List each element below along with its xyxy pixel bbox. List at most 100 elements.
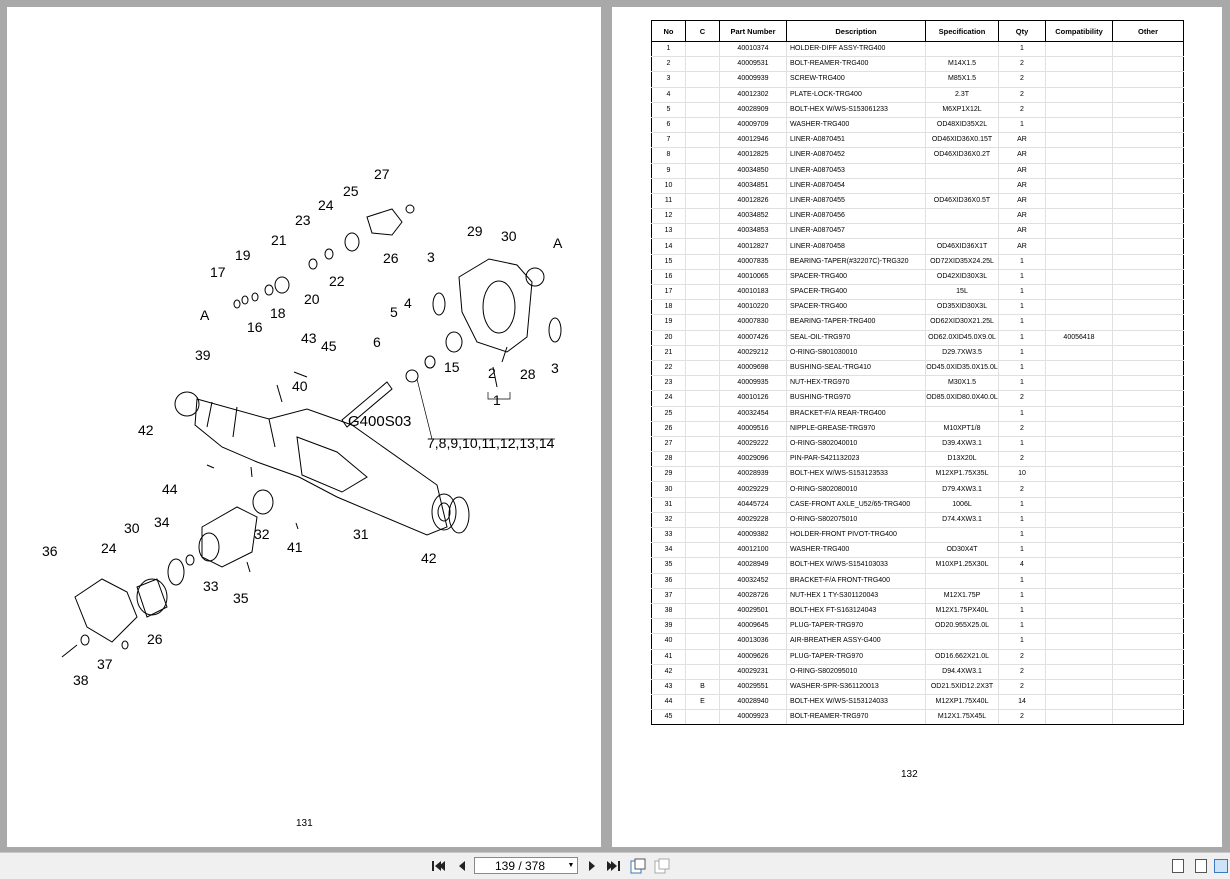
- parts-table: No C Part Number Description Specificati…: [651, 20, 1184, 726]
- callout-3-lower: 3: [551, 360, 559, 376]
- cell-description: BOLT-REAMER-TRG400: [786, 56, 926, 73]
- callout-34: 34: [154, 514, 170, 530]
- cell-no: 13: [651, 223, 686, 240]
- fit-width-button[interactable]: [654, 858, 670, 874]
- cell-part-number: 40029501: [719, 602, 787, 620]
- cell-description: PLATE-LOCK-TRG400: [786, 86, 926, 103]
- cell-other: [1112, 375, 1184, 392]
- cell-compatibility: [1045, 253, 1113, 270]
- cell-description: HOLDER-DIFF ASSY-TRG400: [786, 40, 926, 58]
- cell-specification: OD46XID36X0.5T: [925, 192, 999, 210]
- cell-other: [1112, 56, 1184, 73]
- single-page-view-icon[interactable]: [1172, 859, 1184, 873]
- cell-description: PLUG-TAPER-TRG970: [786, 618, 926, 635]
- cell-qty: 2: [998, 481, 1046, 498]
- cell-description: O-RING-S802075010: [786, 511, 926, 529]
- cell-qty: 1: [998, 633, 1046, 650]
- cell-compatibility: [1045, 481, 1113, 498]
- cell-compatibility: [1045, 147, 1113, 164]
- callout-29: 29: [467, 223, 483, 239]
- two-page-view-icon[interactable]: [1214, 859, 1228, 873]
- cell-description: SCREW-TRG400: [786, 71, 926, 88]
- cell-other: [1112, 451, 1184, 468]
- cell-description: SEAL-OIL-TRG970: [786, 329, 926, 346]
- callout-3-upper: 3: [427, 249, 435, 265]
- cell-no: 34: [651, 542, 686, 559]
- cell-description: NUT-HEX 1 TY-S301120043: [786, 587, 926, 604]
- chevron-down-icon[interactable]: ▼: [567, 862, 575, 869]
- callout-40: 40: [292, 378, 308, 394]
- cell-c: [685, 572, 720, 589]
- right-document-page: No C Part Number Description Specificati…: [612, 7, 1222, 847]
- cell-c: [685, 542, 720, 559]
- cell-qty: 2: [998, 663, 1046, 680]
- cell-compatibility: [1045, 587, 1113, 604]
- cell-specification: D13X20L: [925, 451, 999, 468]
- cell-part-number: 40029228: [719, 511, 787, 529]
- continuous-view-icon[interactable]: [1195, 859, 1207, 873]
- previous-page-button[interactable]: [454, 858, 470, 874]
- cell-other: [1112, 314, 1184, 331]
- cell-description: PLUG-TAPER-TRG970: [786, 648, 926, 665]
- next-page-button[interactable]: [584, 858, 600, 874]
- cell-part-number: 40029229: [719, 481, 787, 498]
- cell-part-number: 40034850: [719, 162, 787, 179]
- cell-part-number: 40029096: [719, 451, 787, 468]
- cell-qty: AR: [998, 162, 1046, 179]
- cell-part-number: 40034852: [719, 208, 787, 225]
- cell-compatibility: [1045, 390, 1113, 407]
- cell-c: [685, 435, 720, 453]
- cell-c: [685, 283, 720, 301]
- last-page-icon: [607, 861, 620, 871]
- previous-page-icon: [459, 861, 465, 871]
- next-page-icon: [589, 861, 595, 871]
- cell-description: BOLT-HEX W/WS-S154103033: [786, 557, 926, 574]
- cell-no: 3: [651, 71, 686, 88]
- cell-specification: [925, 633, 999, 650]
- cell-description: O-RING-S802080010: [786, 481, 926, 498]
- cell-no: 17: [651, 283, 686, 301]
- first-page-button[interactable]: [430, 858, 446, 874]
- cell-part-number: 40445724: [719, 496, 787, 513]
- cell-qty: 1: [998, 405, 1046, 422]
- cell-compatibility: [1045, 526, 1113, 544]
- cell-c: [685, 223, 720, 240]
- viewer-toolbar: 139 / 378 ▼: [0, 852, 1230, 879]
- cell-no: 25: [651, 405, 686, 422]
- callout-37: 37: [97, 656, 113, 672]
- cell-other: [1112, 435, 1184, 453]
- cell-c: [685, 71, 720, 88]
- cell-compatibility: [1045, 101, 1113, 118]
- cell-other: [1112, 208, 1184, 225]
- cell-compatibility: [1045, 709, 1113, 726]
- fit-width-icon: [654, 858, 670, 874]
- cell-qty: 1: [998, 602, 1046, 620]
- cell-description: PIN-PAR-S421132023: [786, 451, 926, 468]
- cell-compatibility: [1045, 557, 1113, 574]
- cell-specification: M10XPT1/8: [925, 420, 999, 437]
- cell-specification: M12XP1.75X35L: [925, 466, 999, 483]
- callout-7-to-14: 7,8,9,10,11,12,13,14: [427, 435, 555, 451]
- callout-45: 45: [321, 338, 337, 354]
- page-number-field[interactable]: 139 / 378 ▼: [474, 857, 578, 874]
- cell-part-number: 40007426: [719, 329, 787, 346]
- callout-32: 32: [254, 526, 270, 542]
- callout-33: 33: [203, 578, 219, 594]
- cell-compatibility: [1045, 633, 1113, 650]
- cell-specification: OD72XID35X24.25L: [925, 253, 999, 270]
- callout-23: 23: [295, 212, 311, 228]
- cell-no: 19: [651, 314, 686, 331]
- fit-page-button[interactable]: [630, 858, 646, 874]
- cell-qty: 1: [998, 299, 1046, 316]
- last-page-button[interactable]: [606, 858, 622, 874]
